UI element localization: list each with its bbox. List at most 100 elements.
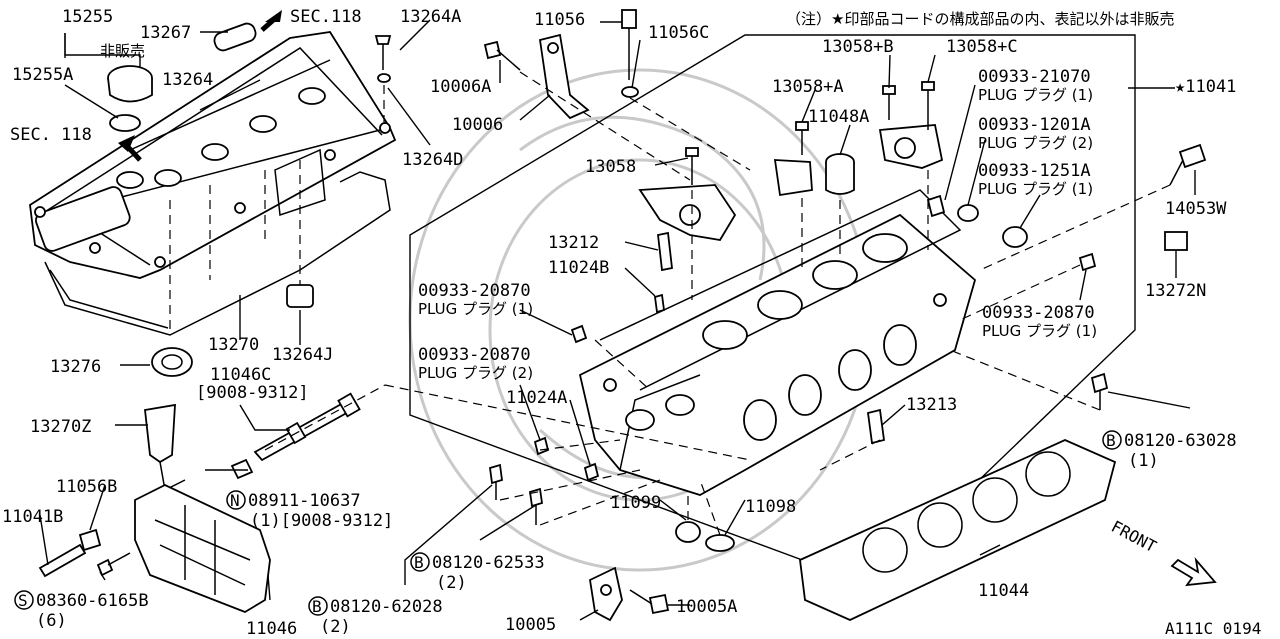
label-plug20870r-code: 00933-20870 (982, 303, 1095, 323)
label-sec118-left: SEC. 118 (10, 125, 92, 145)
label-13264d: 13264D (402, 150, 463, 170)
label-13213: 13213 (906, 395, 957, 415)
label-plug20870b-code: 00933-20870 (418, 345, 531, 365)
label-plug20870b-desc: PLUG プラグ (2) (418, 364, 533, 382)
label-plug20870a-code: 00933-20870 (418, 281, 531, 301)
label-13267: 13267 (140, 23, 191, 43)
label-nut10637: 08911-10637 (248, 491, 361, 511)
bolts-head (489, 372, 1109, 525)
tube-13213 (867, 408, 885, 445)
label-13270: 13270 (208, 335, 259, 355)
bracket-10006 (538, 33, 590, 120)
label-bolt62533-qty: (2) (436, 573, 467, 593)
arrow-sec118-left (118, 135, 142, 162)
prefix-circle-n (226, 490, 246, 510)
label-sec118-top: SEC.118 (290, 7, 362, 27)
prefix-b-62028: B (312, 597, 322, 616)
cylinder-head-outline-box (409, 34, 1136, 586)
note-text: （注）★印部品コードの構成部品の内、表記以外は非販売 (786, 10, 1174, 28)
plug-11048a (825, 153, 855, 195)
bolt-14053w (1169, 143, 1207, 186)
label-13212: 13212 (548, 233, 599, 253)
label-11046c: 11046C (210, 365, 271, 385)
label-plug20870r-desc: PLUG プラグ (1) (982, 322, 1097, 340)
bolt-11056 (621, 9, 639, 98)
label-13264: 13264 (162, 70, 213, 90)
label-13058a: 13058+A (772, 77, 844, 97)
prefix-b-62533: B (414, 553, 424, 572)
arrow-sec118-top (260, 10, 282, 32)
bracket-10005 (589, 566, 670, 622)
label-10006: 10006 (452, 115, 503, 135)
cylinder-head (578, 189, 977, 496)
label-13264a: 13264A (400, 7, 461, 27)
front-cover-11046 (134, 483, 271, 613)
front-label: FRONT (1108, 517, 1160, 557)
label-10006a: 10006A (430, 77, 491, 97)
leader-lines (39, 19, 1196, 621)
label-screw6165b-qty: (6) (36, 611, 67, 631)
pcv-pipe (213, 22, 257, 52)
label-13264j: 13264J (272, 345, 333, 365)
dashed-guides (169, 71, 1171, 536)
label-bolt62028: 08120-62028 (330, 597, 443, 617)
drawing-code: A111C 0194 (1165, 619, 1261, 638)
label-11056b: 11056B (56, 477, 117, 497)
prefix-circle-b-63028 (1102, 430, 1122, 450)
label-10005: 10005 (505, 615, 556, 635)
label-10005a: 10005A (676, 597, 737, 617)
prefix-circle-b-62028 (308, 596, 328, 616)
prefix-circle-s (14, 590, 34, 610)
labels: 15255 非販売 15255A SEC. 118 13267 SEC.118 … (2, 7, 1261, 639)
prefix-s: S (18, 591, 28, 610)
label-11041b: 11041B (2, 507, 63, 527)
label-14053w: 14053W (1165, 199, 1227, 219)
bolt-13264a (374, 35, 392, 83)
label-plug1251a-desc: PLUG プラグ (1) (978, 180, 1093, 198)
label-nut10637-qty: (1)[9008-9312] (250, 511, 393, 531)
label-plug20870a-desc: PLUG プラグ (1) (418, 300, 533, 318)
label-not-for-sale: 非販売 (100, 42, 145, 60)
label-13058b: 13058+B (822, 37, 894, 57)
head-gasket-11044 (799, 439, 1117, 621)
stud-11046c (253, 392, 361, 462)
label-15255a: 15255A (12, 65, 73, 85)
label-11024b: 11024B (548, 258, 609, 278)
label-11041: ★11041 (1175, 77, 1236, 97)
label-11056: 11056 (534, 10, 585, 30)
label-plug1251a-code: 00933-1251A (978, 161, 1091, 181)
prefix-circle-b-62533 (410, 552, 430, 572)
label-bolt63028-qty: (1) (1128, 451, 1159, 471)
seal-13264j (286, 284, 314, 308)
label-screw6165b: 08360-6165B (36, 591, 149, 611)
label-11098: 11098 (745, 497, 796, 517)
nut-08911-10637 (230, 458, 254, 480)
bolt-10006a (483, 40, 521, 71)
label-13058c: 13058+C (946, 37, 1018, 57)
label-plug1201a-desc: PLUG プラグ (2) (978, 134, 1093, 152)
label-13272n: 13272N (1145, 281, 1206, 301)
label-bolt62533: 08120-62533 (432, 553, 545, 573)
screw-08360 (96, 552, 131, 577)
label-11099: 11099 (610, 493, 661, 513)
label-11056c: 11056C (648, 23, 709, 43)
camshaft-bracket (638, 124, 944, 241)
label-bolt62028-qty: (2) (320, 617, 351, 637)
label-11024a: 11024A (506, 388, 567, 408)
label-13270z: 13270Z (30, 417, 91, 437)
label-plug21070-desc: PLUG プラグ (1) (978, 86, 1093, 104)
label-11046: 11046 (246, 619, 297, 639)
seal-13276 (151, 347, 193, 377)
label-11046c-range: [9008-9312] (196, 383, 309, 403)
rocker-cover-gasket (44, 171, 391, 336)
label-plug1201a-code: 00933-1201A (978, 115, 1091, 135)
label-plug21070-code: 00933-21070 (978, 67, 1091, 87)
prefix-b-63028: B (1106, 431, 1116, 450)
rocker-cover (29, 31, 397, 279)
oil-filler-cap (107, 65, 153, 132)
label-bolt63028: 08120-63028 (1124, 431, 1237, 451)
pin-13212 (657, 231, 673, 272)
prefix-n: N (230, 491, 240, 510)
label-13058: 13058 (585, 157, 636, 177)
